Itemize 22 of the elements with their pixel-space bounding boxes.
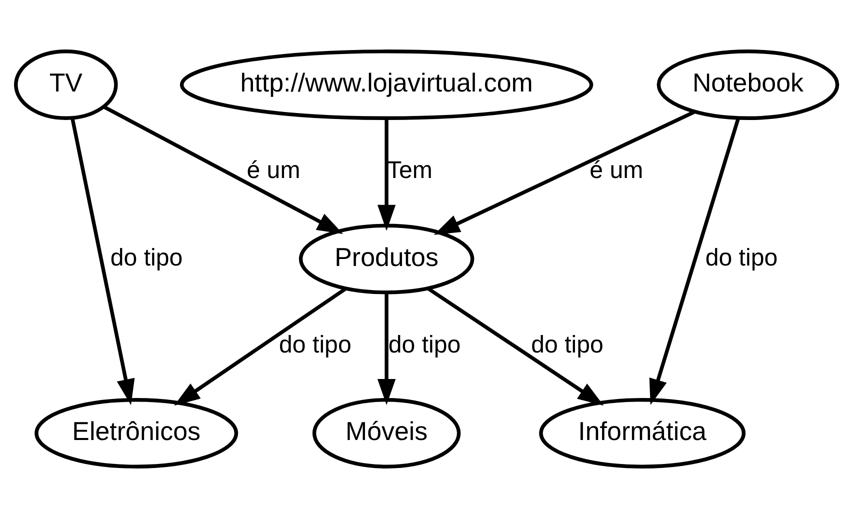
- node-ellipse: Notebook: [656, 49, 840, 120]
- node-ellipse: Informática: [539, 398, 746, 468]
- arrow: [103, 104, 344, 234]
- edge-label: é um: [590, 156, 644, 184]
- edge-label: é um: [246, 156, 300, 184]
- edge-label: do tipo: [279, 330, 352, 358]
- node-ellipse: Móveis: [312, 398, 461, 468]
- node-ellipse: TV: [14, 49, 118, 120]
- node-ellipse: Produtos: [298, 223, 474, 294]
- edge-label: do tipo: [110, 244, 183, 271]
- arrow: [377, 118, 396, 230]
- arrow: [377, 292, 396, 405]
- node-ellipse: Eletrônicos: [34, 398, 238, 468]
- arrow: [649, 117, 740, 404]
- edge-label: do tipo: [388, 330, 461, 358]
- edge-label: do tipo: [531, 330, 604, 358]
- arrow: [174, 286, 347, 406]
- arrow: [70, 118, 135, 405]
- node-ellipse: http://www.lojavirtual.com: [180, 49, 594, 120]
- edge-label: do tipo: [705, 244, 778, 271]
- arrow: [434, 110, 696, 234]
- arrow: [427, 286, 604, 406]
